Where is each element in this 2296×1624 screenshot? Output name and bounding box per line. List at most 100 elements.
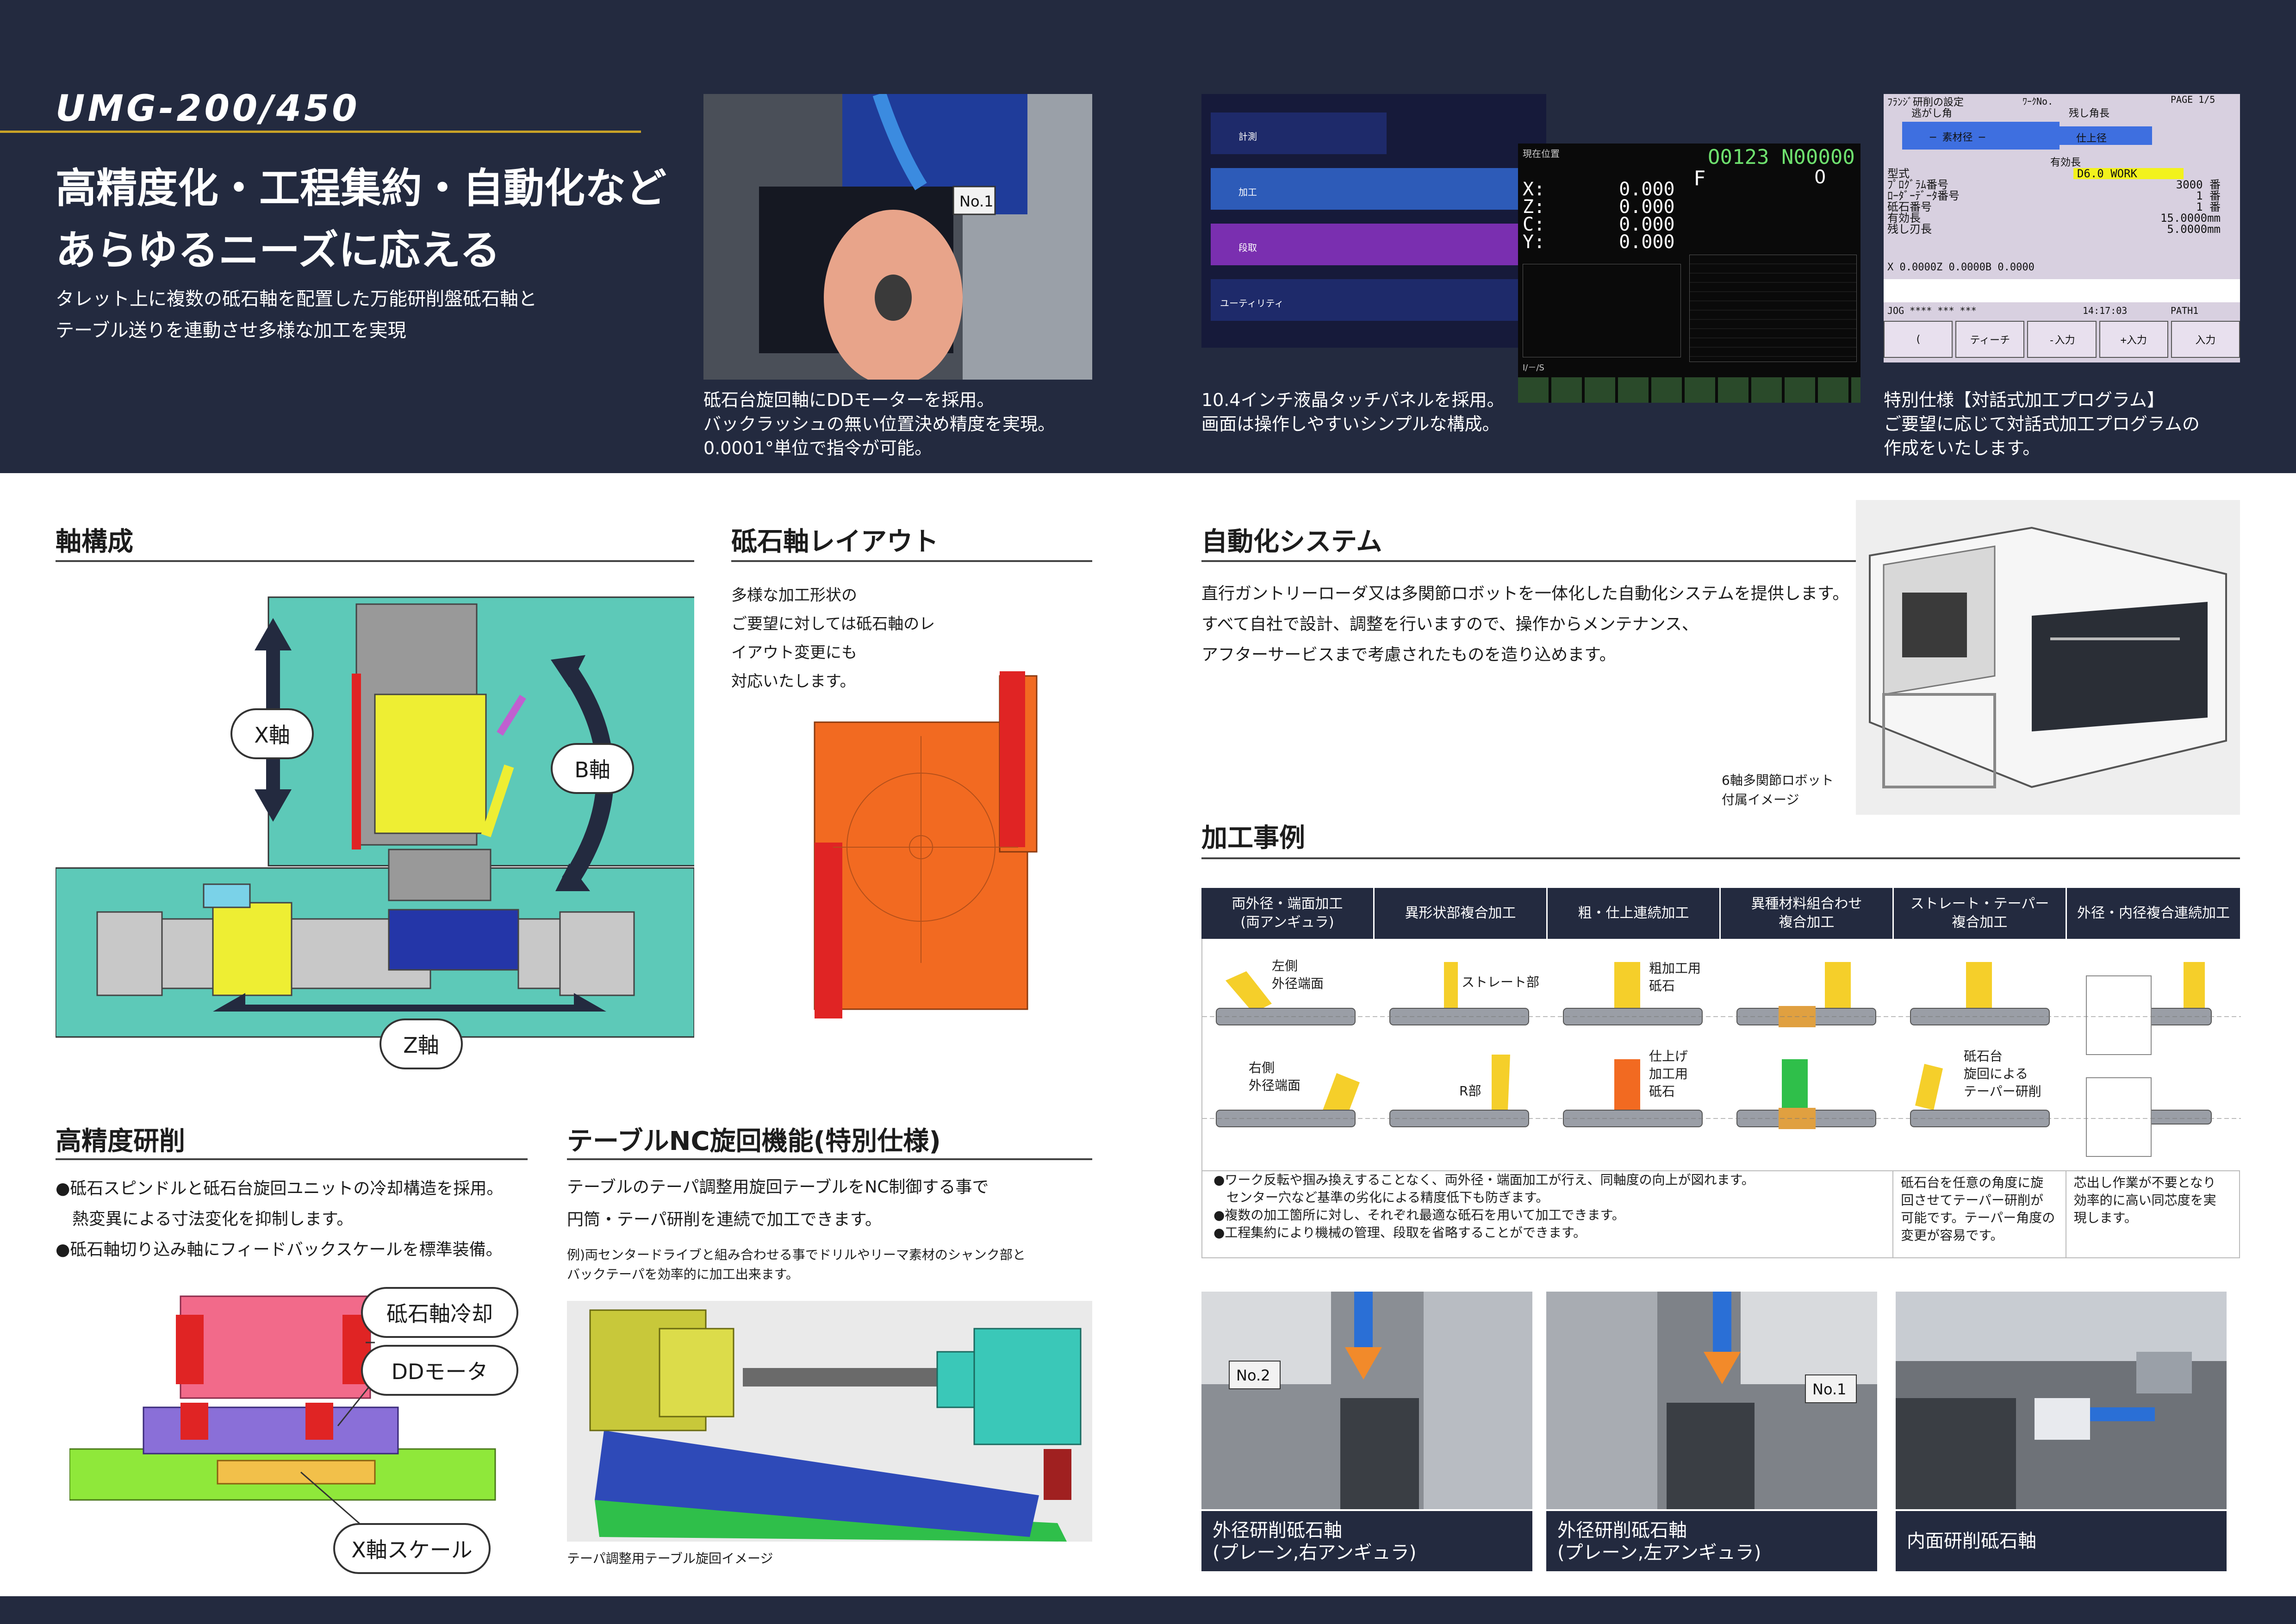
setting-value[interactable]: 5.0000mm xyxy=(2167,223,2221,236)
section-title-cases: 加工事例 xyxy=(1201,823,1305,853)
caption-conversational: 特別仕様【対話式加工プログラム】 ご要望に応じて対話式加工プログラムの 作成をい… xyxy=(1884,388,2200,460)
photo-outer-left-caption: 外径研削砥石軸 (プレーン,左アンギュラ) xyxy=(1546,1511,1877,1571)
note-main: ●ワーク反転や掴み換えすることなく、両外径・端面加工が行え、同軸度の向上が図れま… xyxy=(1202,1171,1894,1257)
header-line: 異形状部複合加工 xyxy=(1405,905,1516,921)
softkey-plus-input[interactable]: +入力 xyxy=(2099,321,2168,358)
section-rule xyxy=(56,1158,528,1160)
menu-label: 段取 xyxy=(1238,242,1257,253)
headline-line-2: あらゆるニーズに応える xyxy=(56,226,500,274)
jog-status: JOG **** *** *** xyxy=(1887,305,1977,316)
precision-diagram xyxy=(68,1278,509,1574)
program-number: O0123 N00000 xyxy=(1708,145,1855,169)
clock: 14:17:03 xyxy=(2083,305,2128,316)
photo-dd-motor: No.1 xyxy=(703,94,1092,380)
section-title-automation: 自動化システム xyxy=(1201,527,1382,557)
case-label-right-end: 右側外径端面 xyxy=(1249,1059,1300,1094)
header-line: 外径・内径複合連続加工 xyxy=(2077,905,2230,921)
text-line: ●砥石軸切り込み軸にフィードバックスケールを標準装備。 xyxy=(56,1240,503,1259)
setting-value[interactable]: 1 番 xyxy=(2196,189,2221,202)
label-line: 仕上げ xyxy=(1649,1049,1688,1064)
caption-line: バックラッシュの無い位置決め精度を実現。 xyxy=(703,414,1056,434)
setting-value[interactable]: 15.0000mm xyxy=(2160,212,2221,225)
label-line: 右側 xyxy=(1249,1060,1275,1075)
section-title-wheel-layout: 砥石軸レイアウト xyxy=(731,527,939,557)
label-line: テーパー研削 xyxy=(1964,1084,2041,1099)
softkey-row: ( ティーチ -入力 +入力 入力 xyxy=(1884,321,2240,358)
case-label-r-part: R部 xyxy=(1459,1083,1481,1099)
headline: 高精度化・工程集約・自動化など あらゆるニーズに応える xyxy=(56,157,666,281)
cases-notes-row: ●ワーク反転や掴み換えすることなく、両外径・端面加工が行え、同軸度の向上が図れま… xyxy=(1201,1170,2240,1258)
robot-caption: 6軸多関節ロボット 付属イメージ xyxy=(1722,771,1834,810)
axis-name: Z: xyxy=(1523,196,1545,218)
case-label-taper: 砥石台旋回によるテーパー研削 xyxy=(1964,1048,2041,1100)
caption-line: (プレーン,左アンギュラ) xyxy=(1557,1542,1761,1563)
label-dd-motor: DDモータ xyxy=(361,1345,518,1396)
case-header-dissimilar: 異種材料組合わせ複合加工 xyxy=(1721,888,1894,939)
axis-value: 0.000 xyxy=(1619,179,1675,200)
caption-line: 外径研削砥石軸 xyxy=(1557,1520,1687,1541)
header-line: 異種材料組合わせ xyxy=(1751,896,1862,912)
axis-value: 0.000 xyxy=(1619,214,1675,235)
section-title-precision: 高精度研削 xyxy=(56,1126,185,1156)
setting-value[interactable]: 1 番 xyxy=(2196,200,2221,213)
header-line: ストレート・テーパー xyxy=(1910,896,2049,912)
case-label-straight: ストレート部 xyxy=(1462,974,1540,990)
note-line: 芯出し作業が不要となり xyxy=(2073,1175,2216,1190)
screen-title: ﾌﾗﾝｼﾞ研削の設定 xyxy=(1887,97,1964,108)
label-line: 粗加工用 xyxy=(1649,961,1701,976)
menu-row-process[interactable]: 加工 xyxy=(1211,168,1525,210)
headline-line-1: 高精度化・工程集約・自動化など xyxy=(56,164,667,212)
subheadline: タレット上に複数の砥石軸を配置した万能研削盤砥石軸と テーブル送りを連動させ多様… xyxy=(56,283,537,346)
label-line: 砥石 xyxy=(1649,978,1675,993)
photo-outer-right-art: No.2 xyxy=(1201,1292,1532,1509)
section-rule xyxy=(731,560,1092,562)
precision-svg xyxy=(68,1295,496,1538)
caption-line: 画面は操作しやすいシンプルな構成。 xyxy=(1201,414,1500,434)
menu-row-measure[interactable]: 計測 xyxy=(1211,112,1387,154)
softkey-row[interactable] xyxy=(1518,377,1860,403)
softkey-minus-input[interactable]: -入力 xyxy=(2027,321,2097,358)
cases-diagram-row: 左側外径端面 右側外径端面 ストレート部 R部 粗加工用砥石 仕上げ加工用砥石 … xyxy=(1201,939,2241,1170)
softkey-input[interactable]: 入力 xyxy=(2171,321,2240,358)
caption-dd-motor: 砥石台旋回軸にDDモーターを採用。 バックラッシュの無い位置決め精度を実現。 0… xyxy=(703,388,1055,460)
label-line: 左側 xyxy=(1272,958,1298,974)
setting-value[interactable]: D6.0 WORK xyxy=(2073,168,2184,179)
label-line: 砥石 xyxy=(1649,1084,1675,1099)
header-line: (両アンギュラ) xyxy=(1240,914,1334,931)
caption-line: 外径研削砥石軸 xyxy=(1213,1520,1342,1541)
path-indicator: PATH1 xyxy=(2171,305,2199,316)
subheadline-line-1: タレット上に複数の砥石軸を配置した万能研削盤砥石軸と xyxy=(56,288,537,310)
cases-header-row: 両外径・端面加工(両アンギュラ) 異形状部複合加工 粗・仕上連続加工 異種材料組… xyxy=(1201,888,2240,939)
softkey-teach[interactable]: ティーチ xyxy=(1955,321,2025,358)
note-line: センター穴など基準の劣化による精度低下も防ぎます。 xyxy=(1213,1190,1549,1205)
text-line: 対応いたします。 xyxy=(731,672,856,691)
menu-row-utility[interactable]: ユーティリティ xyxy=(1211,279,1525,321)
input-line[interactable] xyxy=(1884,279,2240,302)
case-header-rough-finish: 粗・仕上連続加工 xyxy=(1548,888,1721,939)
text-line: 熱変異による寸法変化を抑制します。 xyxy=(56,1210,354,1229)
x-axis-label: X軸 xyxy=(230,708,314,759)
conversational-program-screen: ﾌﾗﾝｼﾞ研削の設定 ﾜｰｸNo. PAGE 1/5 逃がし角 残し角長 ─ 素… xyxy=(1884,94,2240,362)
coordinate-readout: X 0.0000Z 0.0000B 0.0000 xyxy=(1887,262,2035,273)
label-effective-length: 有効長 xyxy=(2050,157,2081,169)
label-line: 砥石台 xyxy=(1964,1049,2003,1064)
caption-line: ご要望に応じて対話式加工プログラムの xyxy=(1884,414,2200,434)
z-axis-label: Z軸 xyxy=(380,1018,463,1069)
setting-value[interactable]: 3000 番 xyxy=(2176,178,2221,191)
menu-row-setup[interactable]: 段取 xyxy=(1211,224,1525,265)
model-underline xyxy=(0,131,641,133)
header-line: 複合加工 xyxy=(1952,914,2008,931)
section-rule xyxy=(56,560,694,562)
caption-line: 0.0001°単位で指令が可能。 xyxy=(703,438,932,458)
section-rule xyxy=(567,1158,1092,1160)
wheel-layout-text: 多様な加工形状の ご要望に対しては砥石軸のレ イアウト変更にも 対応いたします。 xyxy=(731,581,935,696)
softkey[interactable]: ( xyxy=(1884,321,1953,358)
program-list xyxy=(1523,264,1681,357)
note-line: 現します。 xyxy=(2073,1210,2137,1225)
setting-key: 砥石番号 xyxy=(1887,200,1932,213)
label-x-scale: X軸スケール xyxy=(333,1523,491,1574)
note-line: 可能です。テーパー角度の xyxy=(1901,1210,2055,1225)
label-line: 外径端面 xyxy=(1272,976,1324,991)
photo-outer-right-caption: 外径研削砥石軸 (プレーン,右アンギュラ) xyxy=(1201,1511,1532,1571)
